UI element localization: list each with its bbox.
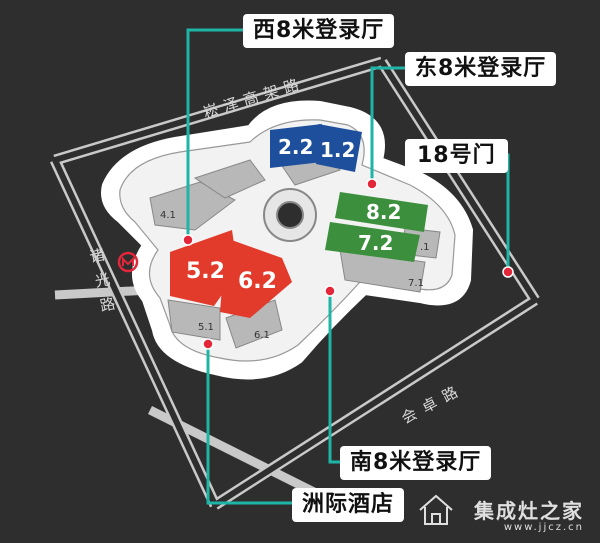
hall-2-2: [270, 124, 322, 168]
marker-gate-18: [502, 266, 514, 278]
hall-label-5-2: 5.2: [186, 259, 225, 284]
hall-label-8-2: 8.2: [366, 200, 401, 224]
callout-gate-18: 18号门: [405, 139, 508, 173]
watermark-title: 集成灶之家: [474, 499, 584, 523]
hall-label-6-2: 6.2: [238, 269, 277, 294]
hall-label-7-1: 7.1: [408, 278, 424, 289]
hall-8-2: [335, 192, 428, 232]
hall-label-6-1: 6.1: [254, 330, 270, 341]
hall-label-4-1: 4.1: [160, 210, 176, 221]
callout-south-lobby: 南8米登录厅: [340, 446, 492, 480]
hall-label-2-2: 2.2: [278, 135, 313, 159]
hall-1-2: [316, 124, 362, 172]
hall-label-x-1: .1: [420, 242, 430, 253]
leader-west-lobby: [186, 28, 243, 238]
metro-icon: [117, 251, 139, 273]
watermark-url: www.jjcz.cn: [503, 522, 584, 533]
leader-south-lobby: [328, 292, 340, 464]
hall-label-7-2: 7.2: [358, 231, 393, 255]
hall-6-2: [220, 238, 292, 318]
watermark: 集成灶之家 www.jjcz.cn: [474, 495, 584, 533]
watermark-logo: [419, 494, 453, 525]
hall-7-2: [325, 222, 420, 262]
marker-south-lobby: [324, 285, 336, 297]
hall-north-grey: [193, 159, 266, 199]
callout-west-lobby: 西8米登录厅: [243, 14, 395, 48]
road-west-inner: [54, 285, 151, 300]
leader-east-lobby: [370, 66, 405, 183]
leader-hotel: [206, 345, 292, 505]
hall-5-1: [167, 299, 221, 341]
marker-east-lobby: [366, 178, 378, 190]
callout-east-lobby: 东8米登录厅: [405, 52, 557, 86]
hall-label-1-2: 1.2: [320, 138, 355, 162]
hall-4-1: [149, 181, 236, 231]
marker-hotel: [202, 338, 214, 350]
marker-west-lobby: [182, 234, 194, 246]
hall-label-5-1: 5.1: [198, 322, 214, 333]
callout-hotel: 洲际酒店: [292, 488, 405, 522]
hall-5-2: [170, 230, 238, 306]
